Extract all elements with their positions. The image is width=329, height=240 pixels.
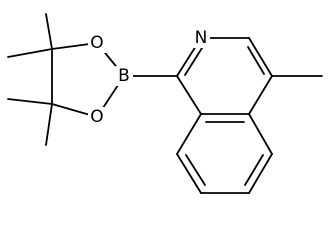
boron-atom: B xyxy=(118,66,130,86)
bond-methyl-2 xyxy=(7,48,53,58)
bond-c4-c4a xyxy=(248,75,273,115)
oxygen-atom-bottom: O xyxy=(90,107,103,127)
atom-labels: O O B N xyxy=(88,28,210,127)
bond-methyl-3 xyxy=(7,98,53,105)
bond-c8a-c1 xyxy=(176,75,202,115)
molecule-structure-diagram: O O B N xyxy=(7,13,323,194)
oxygen-atom-top: O xyxy=(90,33,103,53)
bond-lines xyxy=(7,13,323,194)
bond-c3-c4 xyxy=(248,37,273,77)
bond-c4a-c5 xyxy=(248,113,273,155)
bond-c7-c8 xyxy=(176,153,202,194)
bond-c7-c8-inner xyxy=(185,154,206,186)
bond-c3-c4-inner xyxy=(247,46,265,75)
bond-c5-c6 xyxy=(248,153,273,194)
bond-c5-c6-inner xyxy=(244,154,264,186)
bond-methyl-1 xyxy=(45,13,53,50)
bond-c1-n-inner xyxy=(184,47,203,76)
nitrogen-atom: N xyxy=(195,28,208,48)
bond-methyl-4 xyxy=(45,103,53,146)
bond-c8-c8a xyxy=(176,113,202,155)
